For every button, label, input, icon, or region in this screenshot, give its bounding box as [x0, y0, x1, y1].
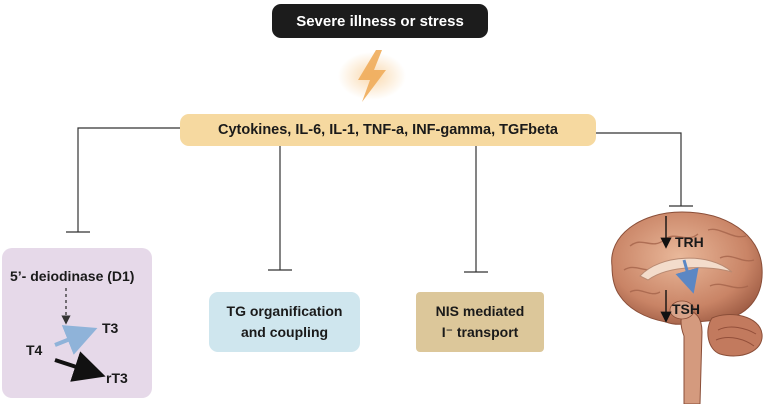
nis-line-1: NIS mediated: [435, 303, 525, 319]
t3-label: T3: [102, 320, 119, 336]
tg-line-2: and coupling: [240, 324, 329, 340]
tg-line-1: TG organification: [226, 303, 343, 319]
deiodinase-enzyme-label: 5’- deiodinase (D1): [10, 268, 135, 284]
lightning-icon: [338, 50, 406, 102]
tg-organification-box: TG organification and coupling: [209, 292, 360, 352]
inhibition-line-brain: [596, 132, 682, 206]
cytokines-label: Cytokines, IL-6, IL-1, TNF-a, INF-gamma,…: [180, 114, 596, 146]
stress-label: Severe illness or stress: [272, 4, 488, 38]
inhibition-line-deiodinase: [77, 127, 180, 232]
rt3-label: rT3: [106, 370, 128, 386]
deiodinase-arrows: [54, 288, 106, 382]
t4-label: T4: [26, 342, 43, 358]
tsh-label: TSH: [672, 301, 700, 317]
t3-arrow: [54, 325, 98, 355]
nis-transport-box: NIS mediated I⁻ transport: [416, 292, 544, 352]
deiodinase-box: 5’- deiodinase (D1) T4 T3 rT3: [2, 248, 152, 398]
rt3-arrow: [54, 351, 106, 382]
hypothalamus-pituitary-arrow: [675, 259, 699, 294]
nis-line-2: I⁻ transport: [441, 324, 519, 340]
brain-icon: [611, 211, 763, 404]
trh-label: TRH: [675, 234, 704, 250]
